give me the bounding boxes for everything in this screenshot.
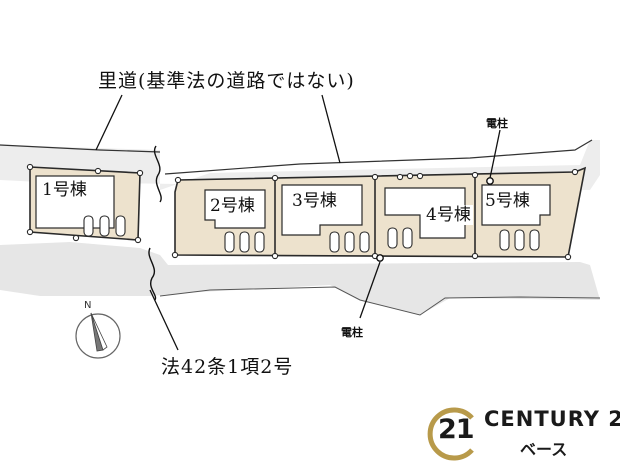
compass-north-label: N (84, 300, 91, 311)
lot-5-label: 5号棟 (483, 191, 532, 211)
parking-lot1 (83, 215, 126, 237)
road-42-callout: 法42条1項2号 (161, 356, 294, 378)
satomichi-callout: 里道(基準法の道路ではない) (98, 70, 355, 92)
road-lower-edge (159, 286, 601, 316)
lot-2-label: 2号棟 (208, 196, 257, 216)
lot-4-label: 4号棟 (424, 205, 473, 225)
logo-branch-name: ベース (520, 440, 568, 459)
logo-mark-text: 21 (438, 414, 475, 445)
parking-lot5 (499, 229, 540, 251)
century21-logo: 21 CENTURY 21 ベース (424, 404, 620, 465)
leader-lines (95, 94, 501, 351)
parking-lot2 (224, 231, 265, 253)
parking-lot4 (387, 227, 413, 249)
utility-pole-bottom (376, 254, 384, 262)
utility-pole-bottom-callout: 電柱 (341, 326, 363, 339)
century21-emblem-icon (427, 407, 474, 461)
lot-3-label: 3号棟 (290, 191, 339, 211)
lot-1-label: 1号棟 (40, 180, 89, 200)
logo-brand-name: CENTURY 21 (484, 407, 620, 431)
parking-lot3 (329, 231, 370, 253)
break-line-upper (153, 145, 162, 203)
utility-pole-top (486, 177, 494, 185)
north-compass-icon: N (75, 300, 121, 359)
utility-pole-top-callout: 電柱 (486, 117, 508, 130)
road-42-1-2 (0, 242, 600, 315)
satomichi-upper-edge (0, 139, 593, 175)
break-line-lower (148, 247, 157, 301)
